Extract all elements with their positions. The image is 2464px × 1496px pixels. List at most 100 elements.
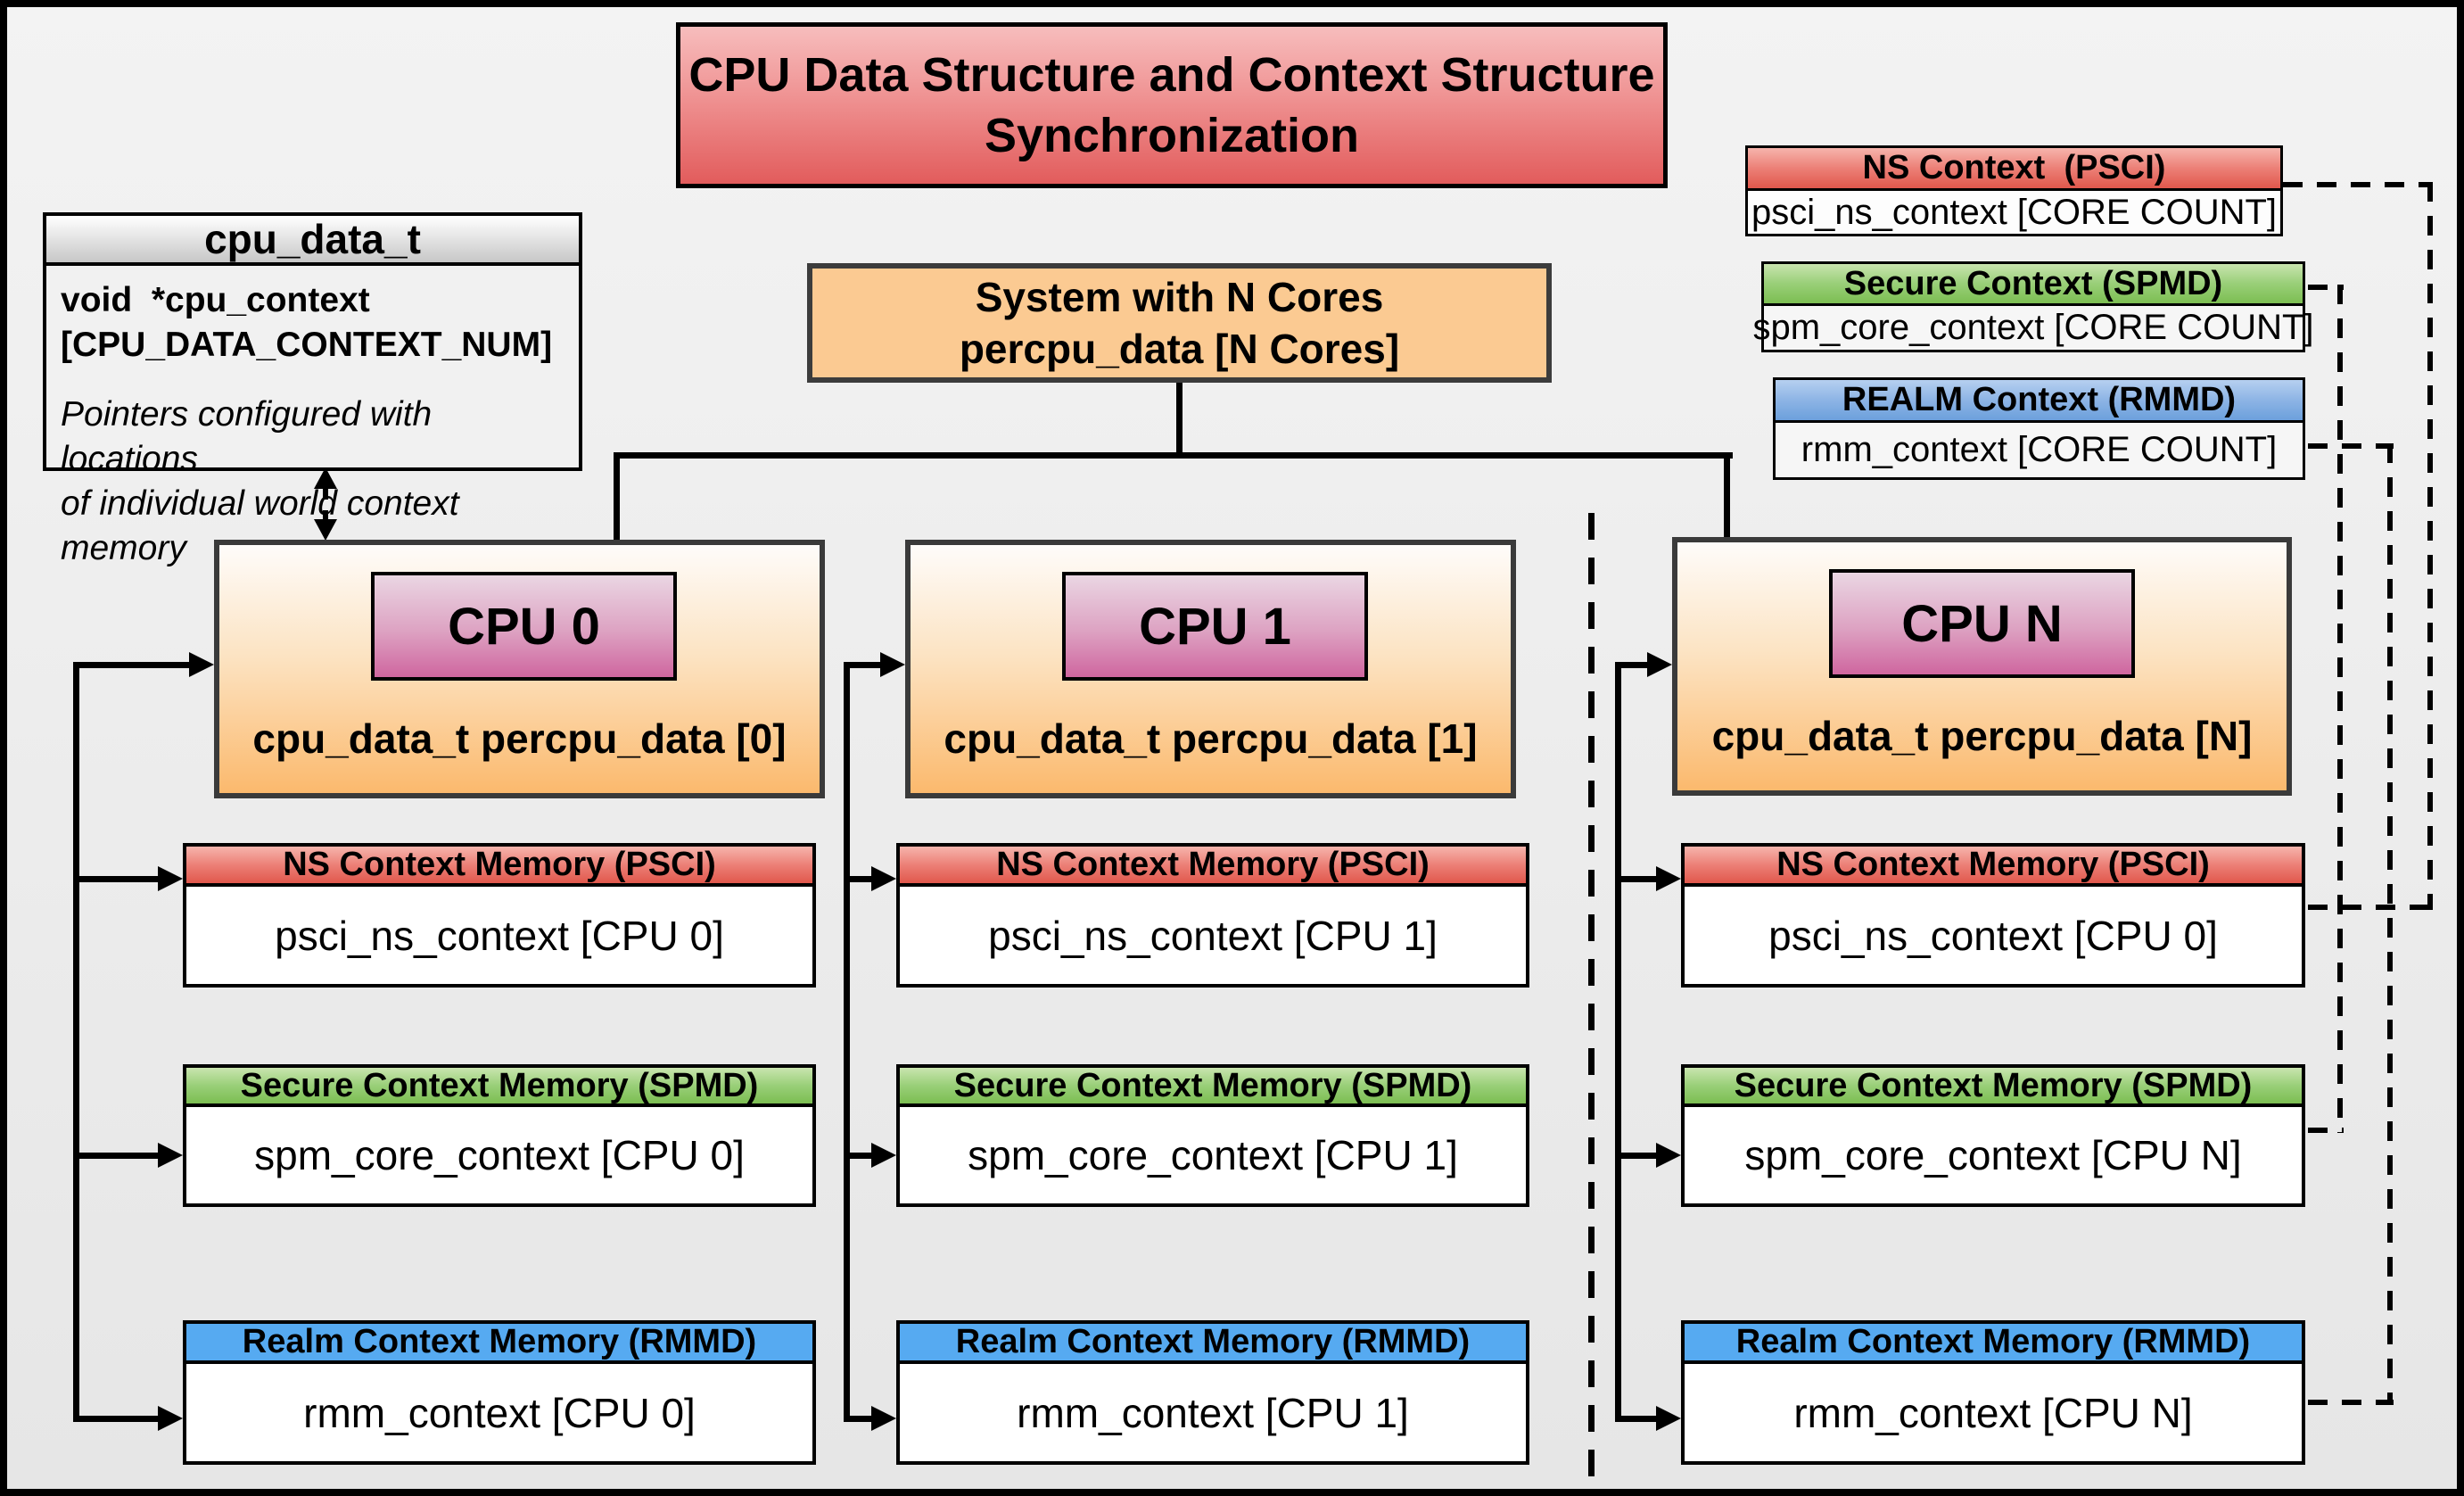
cpu0-stub-secure: [73, 1153, 161, 1159]
cpu-data-t-header: cpu_data_t: [46, 216, 579, 266]
legend-ns-dash-bottom: [2308, 905, 2433, 910]
cpu1-badge-label: CPU 1: [1139, 597, 1291, 656]
cpu1-ns-context-title: NS Context Memory (PSCI): [900, 846, 1526, 887]
legend-ns-body: psci_ns_context [CORE COUNT]: [1748, 191, 2280, 234]
legend-ns-box: NS Context (PSCI) psci_ns_context [CORE …: [1745, 145, 2283, 236]
cpun-data-label: cpu_data_t percpu_data [N]: [1711, 713, 2253, 759]
cpun-secure-context-value: spm_core_context [CPU N]: [1744, 1132, 2242, 1178]
legend-secure-dash-vertical: [2337, 285, 2343, 1133]
cpu0-ns-context-box: NS Context Memory (PSCI) psci_ns_context…: [183, 843, 816, 988]
cpu1-arrow-ns-icon: [871, 866, 896, 891]
legend-ns-dash-top: [2283, 182, 2433, 187]
struct-field-line2: [CPU_DATA_CONTEXT_NUM]: [61, 326, 553, 364]
cpu0-arrow-cpu-icon: [189, 652, 214, 677]
cpun-arrow-realm-icon: [1656, 1406, 1681, 1431]
cpu0-pointer-trunk: [73, 662, 79, 1422]
cpun-realm-context-value: rmm_context [CPU N]: [1793, 1389, 2193, 1436]
cpun-box: CPU N cpu_data_t percpu_data [N]: [1672, 537, 2292, 796]
legend-secure-body: spm_core_context [CORE COUNT]: [1752, 306, 2314, 350]
legend-secure-dash-top: [2308, 285, 2344, 290]
bus-vertical-from-system: [1176, 383, 1183, 459]
cpu1-stub-ns: [844, 876, 875, 882]
cpu0-ns-context-title: NS Context Memory (PSCI): [186, 846, 812, 887]
cpun-badge: CPU N: [1829, 569, 2135, 678]
struct-link-arrow-down-icon: [314, 519, 337, 541]
bus-drop-cpu0: [614, 452, 620, 541]
cpun-ns-context-title: NS Context Memory (PSCI): [1685, 846, 2302, 887]
system-box-line2: percpu_data [N Cores]: [959, 326, 1400, 372]
cpu1-realm-context-box: Realm Context Memory (RMMD) rmm_context …: [896, 1320, 1529, 1465]
cpun-pointer-trunk: [1615, 662, 1621, 1422]
legend-realm-box: REALM Context (RMMD) rmm_context [CORE C…: [1773, 377, 2305, 480]
cpu0-secure-context-box: Secure Context Memory (SPMD) spm_core_co…: [183, 1064, 816, 1207]
cpun-stub-ns: [1615, 876, 1660, 882]
cpu0-secure-context-title: Secure Context Memory (SPMD): [186, 1067, 812, 1107]
legend-realm-dash-top: [2308, 443, 2394, 449]
cpu1-secure-context-box: Secure Context Memory (SPMD) spm_core_co…: [896, 1064, 1529, 1207]
cpu0-data-label: cpu_data_t percpu_data [0]: [252, 715, 787, 762]
cpu0-realm-context-box: Realm Context Memory (RMMD) rmm_context …: [183, 1320, 816, 1465]
cpu0-box: CPU 0 cpu_data_t percpu_data [0]: [214, 540, 825, 798]
cpun-arrow-ns-icon: [1656, 866, 1681, 891]
legend-realm-title: REALM Context (RMMD): [1776, 380, 2303, 423]
struct-note-line2: of individual world context memory: [61, 484, 459, 567]
diagram-title: CPU Data Structure and Context Structure…: [676, 22, 1668, 188]
cpu1-stub-realm: [844, 1416, 875, 1422]
cpun-secure-context-title: Secure Context Memory (SPMD): [1685, 1067, 2302, 1107]
cpu1-stub-secure: [844, 1153, 875, 1159]
legend-realm-dash-bottom: [2308, 1400, 2394, 1405]
cpun-stub-cpu: [1615, 662, 1651, 668]
cpu1-secure-context-value: spm_core_context [CPU 1]: [968, 1132, 1458, 1178]
diagram-title-line1: CPU Data Structure and Context Structure: [688, 48, 1655, 102]
cpu1-arrow-realm-icon: [871, 1406, 896, 1431]
cpu0-ns-context-value: psci_ns_context [CPU 0]: [275, 912, 724, 959]
cpu0-stub-ns: [73, 876, 161, 882]
struct-link-dashed-line: [323, 489, 328, 523]
cpu-data-t-body: void *cpu_context [CPU_DATA_CONTEXT_NUM]…: [46, 266, 579, 571]
cpu1-badge: CPU 1: [1062, 572, 1368, 681]
cpu1-data-label: cpu_data_t percpu_data [1]: [944, 715, 1478, 762]
cpun-secure-context-box: Secure Context Memory (SPMD) spm_core_co…: [1681, 1064, 2305, 1207]
cpun-stub-realm: [1615, 1416, 1660, 1422]
struct-link-arrow-up-icon: [314, 467, 337, 489]
diagram-title-line2: Synchronization: [984, 109, 1360, 162]
cpu0-secure-context-value: spm_core_context [CPU 0]: [254, 1132, 745, 1178]
legend-realm-dash-vertical: [2387, 443, 2393, 1405]
cpu0-realm-context-value: rmm_context [CPU 0]: [303, 1389, 696, 1436]
cpu0-arrow-realm-icon: [158, 1406, 183, 1431]
cpun-ns-context-value: psci_ns_context [CPU 0]: [1768, 912, 2218, 959]
cpu1-secure-context-title: Secure Context Memory (SPMD): [900, 1067, 1526, 1107]
cpu1-realm-context-value: rmm_context [CPU 1]: [1017, 1389, 1409, 1436]
cpun-arrow-cpu-icon: [1647, 652, 1672, 677]
cpun-arrow-secure-icon: [1656, 1143, 1681, 1168]
cpu1-ns-context-value: psci_ns_context [CPU 1]: [988, 912, 1438, 959]
cpu0-realm-context-title: Realm Context Memory (RMMD): [186, 1323, 812, 1364]
column-separator-dashed: [1588, 513, 1595, 1489]
cpu1-arrow-secure-icon: [871, 1143, 896, 1168]
cpu1-box: CPU 1 cpu_data_t percpu_data [1]: [905, 540, 1516, 798]
legend-ns-dash-vertical: [2427, 182, 2433, 910]
bus-drop-cpun: [1724, 452, 1730, 541]
cpu0-badge-label: CPU 0: [448, 597, 600, 656]
cpun-realm-context-title: Realm Context Memory (RMMD): [1685, 1323, 2302, 1364]
cpu0-badge: CPU 0: [371, 572, 677, 681]
cpu0-stub-cpu: [73, 662, 193, 668]
cpu1-realm-context-title: Realm Context Memory (RMMD): [900, 1323, 1526, 1364]
legend-secure-dash-bottom: [2308, 1128, 2344, 1133]
cpu0-arrow-secure-icon: [158, 1143, 183, 1168]
system-box-line1: System with N Cores: [975, 274, 1384, 320]
cpu1-stub-cpu: [844, 662, 884, 668]
system-box: System with N Cores percpu_data [N Cores…: [807, 263, 1552, 383]
bus-horizontal: [614, 452, 1733, 459]
cpun-realm-context-box: Realm Context Memory (RMMD) rmm_context …: [1681, 1320, 2305, 1465]
struct-spacer: [61, 368, 564, 393]
cpu0-stub-realm: [73, 1416, 161, 1422]
struct-field-line1: void *cpu_context: [61, 281, 370, 319]
cpun-stub-secure: [1615, 1153, 1660, 1159]
cpun-badge-label: CPU N: [1901, 594, 2063, 653]
legend-secure-box: Secure Context (SPMD) spm_core_context […: [1752, 261, 2314, 352]
cpun-ns-context-box: NS Context Memory (PSCI) psci_ns_context…: [1681, 843, 2305, 988]
legend-realm-body: rmm_context [CORE COUNT]: [1776, 423, 2303, 477]
cpu0-arrow-ns-icon: [158, 866, 183, 891]
cpu1-ns-context-box: NS Context Memory (PSCI) psci_ns_context…: [896, 843, 1529, 988]
